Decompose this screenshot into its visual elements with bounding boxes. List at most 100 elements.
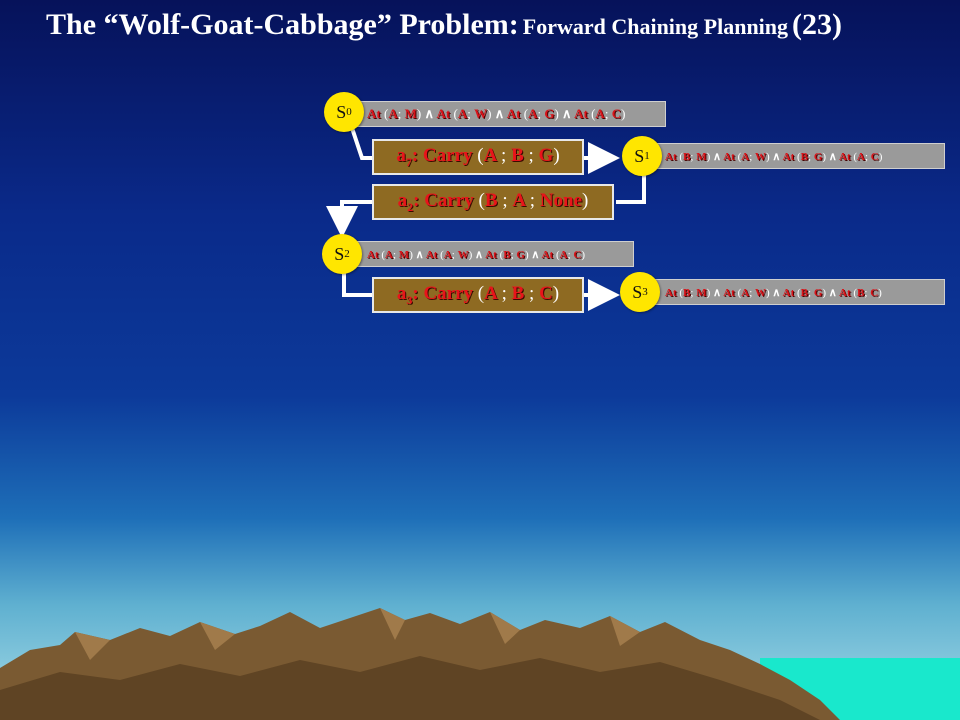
- predicate-arg: G: [516, 248, 525, 261]
- predicate-arg: A: [388, 106, 398, 121]
- state-expression: At (A; M) ∧ At (A; W) ∧ At (A; G) ∧ At (…: [367, 106, 625, 122]
- action-index: 2: [407, 199, 414, 214]
- predicate-arg: G: [813, 150, 823, 163]
- separator: ;: [501, 144, 512, 166]
- and-symbol: ∧: [412, 248, 426, 261]
- predicate-arg: M: [398, 248, 410, 261]
- paren: (: [523, 106, 529, 121]
- action-name: a: [396, 282, 407, 304]
- predicate-name: At: [782, 286, 797, 299]
- separator: ;: [529, 282, 540, 304]
- predicate-name: At: [665, 286, 680, 299]
- paren: (: [737, 286, 742, 299]
- paren: ): [416, 106, 422, 121]
- separator: ;: [467, 106, 475, 121]
- action-name: a: [397, 189, 408, 211]
- predicate-arg: B: [800, 150, 808, 163]
- separator: ;: [397, 106, 405, 121]
- predicate-arg: W: [474, 106, 488, 121]
- predicate-arg: B: [683, 286, 691, 299]
- state-expression: At (B; M) ∧ At (A; W) ∧ At (B; G) ∧ At (…: [665, 286, 882, 299]
- action-arg: A: [484, 282, 502, 304]
- paren: (: [440, 248, 444, 261]
- paren: (: [679, 286, 684, 299]
- predicate-arg: W: [457, 248, 469, 261]
- paren: ): [621, 106, 626, 121]
- paren: (: [383, 106, 389, 121]
- separator: ;: [864, 150, 871, 163]
- predicate-name: At: [723, 286, 738, 299]
- paren: (: [796, 150, 801, 163]
- separator: ;: [567, 248, 574, 261]
- paren: (: [853, 286, 858, 299]
- action-index: 3: [406, 292, 413, 307]
- paren: ): [822, 150, 827, 163]
- mountain-highlight: [75, 608, 640, 660]
- connector-s2-a3: [342, 272, 372, 297]
- node-label: S: [334, 243, 345, 264]
- predicate-name: At: [723, 150, 738, 163]
- separator: ;: [690, 150, 697, 163]
- predicate-arg: M: [696, 150, 707, 163]
- action-arg: G: [538, 144, 554, 166]
- action-colon: :: [411, 144, 423, 166]
- action-colon: :: [412, 282, 424, 304]
- node-label: S: [336, 101, 347, 122]
- separator: ;: [510, 248, 517, 261]
- predicate-arg: A: [457, 106, 468, 121]
- action-verb: Carry: [423, 282, 478, 304]
- connector-s0-a7: [350, 127, 374, 160]
- state-bar-s0: At (A; M) ∧ At (A; W) ∧ At (A; G) ∧ At (…: [352, 101, 666, 127]
- and-symbol: ∧: [528, 248, 542, 261]
- predicate-arg: M: [404, 106, 417, 121]
- paren: (: [478, 189, 485, 211]
- paren: ): [822, 286, 827, 299]
- predicate-name: At: [665, 150, 680, 163]
- predicate-arg: A: [741, 286, 750, 299]
- paren: ): [706, 150, 711, 163]
- action-index: 7: [405, 154, 412, 169]
- title-subtitle: Forward Chaining Planning: [522, 14, 789, 39]
- separator: ;: [537, 106, 545, 121]
- paren: (: [555, 248, 560, 261]
- title-slide-number: (23): [792, 8, 843, 41]
- paren: ): [581, 248, 586, 261]
- action-expression: a7: Carry (A ; B ; G): [396, 145, 559, 170]
- state-bar-s2: At (A; M) ∧ At (A; W) ∧ At (B; G) ∧ At (…: [352, 241, 634, 267]
- mountain-shadow: [0, 656, 820, 720]
- state-bar-s1: At (B; M) ∧ At (A; W) ∧ At (B; G) ∧ At (…: [648, 143, 945, 169]
- separator: ;: [529, 189, 540, 211]
- separator: ;: [451, 248, 458, 261]
- action-colon: :: [413, 189, 425, 211]
- paren: (: [853, 150, 858, 163]
- separator: ;: [604, 106, 612, 121]
- paren: (: [591, 106, 596, 121]
- predicate-arg: A: [385, 248, 393, 261]
- and-symbol: ∧: [558, 106, 575, 121]
- paren: (: [796, 286, 801, 299]
- predicate-name: At: [574, 106, 592, 121]
- state-bar-s3: At (B; M) ∧ At (A; W) ∧ At (B; G) ∧ At (…: [648, 279, 945, 305]
- paren: ): [706, 286, 711, 299]
- node-index: 1: [644, 150, 650, 162]
- predicate-arg: C: [611, 106, 622, 121]
- predicate-name: At: [436, 106, 454, 121]
- predicate-name: At: [839, 286, 854, 299]
- connector-a2-s2: [326, 200, 372, 238]
- node-label: S: [632, 281, 643, 302]
- paren: ): [468, 248, 473, 261]
- and-symbol: ∧: [710, 286, 724, 299]
- predicate-arg: W: [755, 150, 766, 163]
- slide-title: The “Wolf-Goat-Cabbage” Problem: Forward…: [46, 8, 946, 42]
- connector-s1-a2: [616, 170, 646, 204]
- predicate-name: At: [541, 248, 556, 261]
- and-symbol: ∧: [710, 150, 724, 163]
- predicate-arg: C: [573, 248, 582, 261]
- title-main: The “Wolf-Goat-Cabbage” Problem:: [46, 8, 519, 41]
- separator: ;: [749, 150, 755, 163]
